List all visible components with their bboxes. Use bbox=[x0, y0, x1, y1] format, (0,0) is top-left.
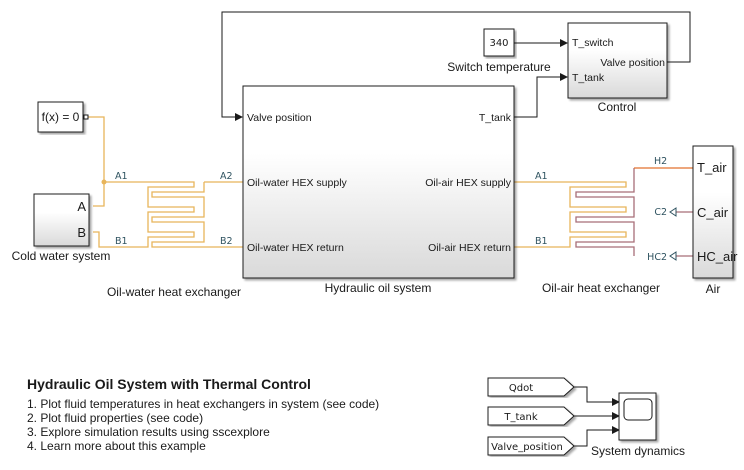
port-c-air: C_air bbox=[697, 205, 729, 220]
hydraulic-oil-system-block[interactable]: Valve position Oil-water HEX supply Oil-… bbox=[242, 85, 515, 279]
model-title: Hydraulic Oil System with Thermal Contro… bbox=[27, 376, 311, 392]
conn-label-oa-b1: B1 bbox=[535, 236, 548, 247]
air-block[interactable]: T_air C_air HC_air bbox=[692, 145, 738, 279]
cold-water-system-block[interactable]: A B bbox=[33, 193, 90, 247]
conn-label-hc2: HC2 bbox=[647, 252, 667, 263]
switch-temperature-value: 340 bbox=[489, 38, 508, 49]
conn-label-h2: H2 bbox=[654, 156, 667, 167]
oil-water-hex-icon[interactable] bbox=[144, 181, 205, 248]
control-block[interactable]: T_switch T_tank Valve position bbox=[567, 22, 668, 99]
model-links: 1. Plot fluid temperatures in heat excha… bbox=[27, 397, 379, 453]
from-tag-t-tank[interactable]: T_tank bbox=[487, 406, 575, 426]
port-valve-position: Valve position bbox=[247, 112, 312, 124]
conn-label-c2: C2 bbox=[654, 207, 667, 218]
port-b: B bbox=[77, 225, 86, 240]
from-tag-valve-position[interactable]: Valve_position bbox=[487, 436, 575, 456]
port-t-switch: T_switch bbox=[572, 37, 614, 49]
conn-label-b2: B2 bbox=[220, 236, 233, 247]
oil-line-solver[interactable] bbox=[87, 116, 105, 207]
link-sscexplore[interactable]: 3. Explore simulation results using ssce… bbox=[27, 425, 270, 439]
conn-label-b1: B1 bbox=[115, 236, 128, 247]
signal-t-tank[interactable] bbox=[514, 73, 568, 118]
oil-air-hex-icon[interactable] bbox=[566, 168, 635, 256]
port-oa-supply: Oil-air HEX supply bbox=[425, 177, 512, 189]
solver-label: f(x) = 0 bbox=[42, 110, 80, 124]
port-control-valve: Valve position bbox=[600, 57, 665, 69]
port-ow-return: Oil-water HEX return bbox=[247, 242, 344, 254]
port-hc-air: HC_air bbox=[697, 249, 738, 264]
scope-name: System dynamics bbox=[591, 444, 685, 458]
signal-valve-feedback[interactable] bbox=[221, 11, 691, 121]
link-plot-temperatures[interactable]: 1. Plot fluid temperatures in heat excha… bbox=[27, 397, 380, 411]
port-t-air: T_air bbox=[697, 160, 727, 175]
link-learn-more[interactable]: 4. Learn more about this example bbox=[27, 439, 206, 453]
signal-qdot-scope[interactable] bbox=[574, 386, 620, 406]
hc2-port-icon bbox=[669, 251, 677, 261]
cold-water-system-name: Cold water system bbox=[12, 249, 111, 263]
solver-configuration-block[interactable]: f(x) = 0 bbox=[37, 101, 89, 133]
port-a: A bbox=[77, 199, 86, 214]
scope-block[interactable] bbox=[618, 392, 657, 441]
from-tag-qdot[interactable]: Qdot bbox=[487, 377, 575, 397]
conn-label-oa-a1: A1 bbox=[535, 171, 548, 182]
port-t-tank: T_tank bbox=[479, 112, 512, 124]
scope-screen-icon bbox=[623, 398, 653, 421]
signal-valve-scope[interactable] bbox=[574, 426, 620, 447]
port-control-t-tank: T_tank bbox=[572, 72, 605, 84]
hydraulic-oil-system-name: Hydraulic oil system bbox=[325, 281, 432, 295]
switch-temperature-name: Switch temperature bbox=[447, 60, 551, 74]
from-tag-label: Valve_position bbox=[491, 442, 563, 453]
link-plot-fluid-properties[interactable]: 2. Plot fluid properties (see code) bbox=[27, 411, 204, 425]
port-oa-return: Oil-air HEX return bbox=[428, 242, 511, 254]
oil-line-b1[interactable] bbox=[93, 231, 144, 248]
control-name: Control bbox=[598, 100, 637, 114]
port-ow-supply: Oil-water HEX supply bbox=[247, 177, 348, 189]
model-annotation: Hydraulic Oil System with Thermal Contro… bbox=[27, 376, 379, 453]
conn-label-a1: A1 bbox=[115, 171, 128, 182]
conn-label-a2: A2 bbox=[220, 171, 233, 182]
from-tag-label: T_tank bbox=[503, 412, 537, 423]
from-tag-label: Qdot bbox=[509, 383, 533, 394]
oil-water-hex-name: Oil-water heat exchanger bbox=[107, 285, 241, 299]
switch-temperature-block[interactable]: 340 bbox=[483, 28, 515, 57]
air-name: Air bbox=[706, 282, 721, 296]
oil-air-hex-name: Oil-air heat exchanger bbox=[542, 281, 660, 295]
c2-port-icon bbox=[669, 207, 677, 217]
